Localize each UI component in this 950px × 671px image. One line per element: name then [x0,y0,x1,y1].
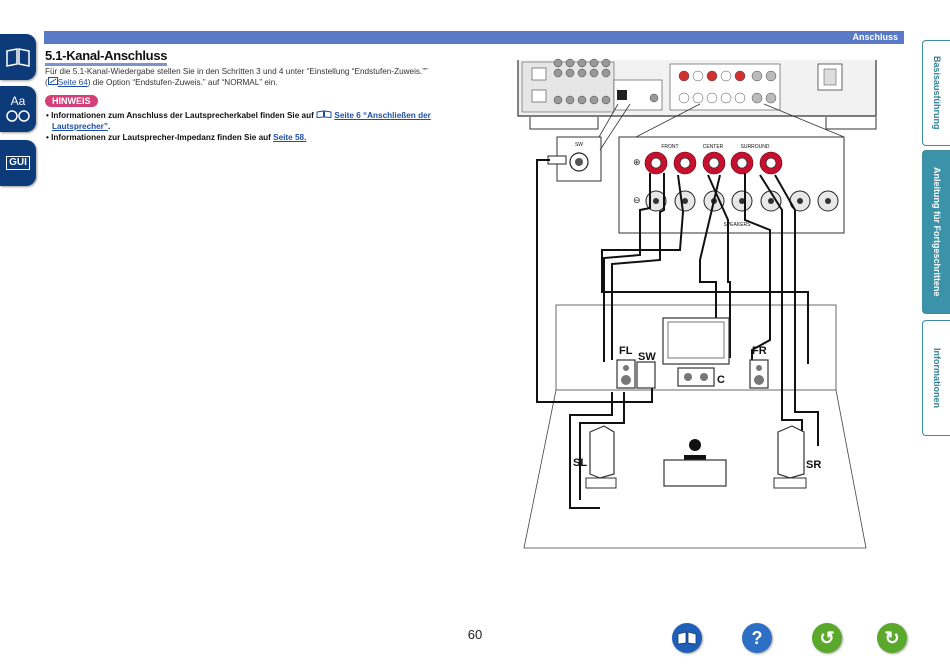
svg-text:Aa: Aa [11,94,26,108]
note-item: • Informationen zum Anschluss der Lautsp… [46,110,431,131]
link-seite-58[interactable]: Seite 58. [273,133,307,142]
gui-icon[interactable]: GUI [0,140,36,186]
speaker-sr-icon [773,425,807,489]
svg-text:SPEAKERS: SPEAKERS [724,222,752,228]
help-question-icon[interactable]: ? [742,623,772,653]
sw-jack-callout: SW [547,103,631,182]
listener-sofa-icon [663,439,727,487]
svg-text:SURROUND: SURROUND [741,144,770,150]
receiver-back-panel [517,58,877,130]
label-fr: FR [752,345,767,357]
section-label: Anschluss [852,32,898,42]
tv-icon [662,317,730,365]
tab-anleitung-fortgeschrittene[interactable]: Anleitung für Fortgeschrittene [922,150,950,314]
forward-arrow-icon[interactable]: ↻ [877,623,907,653]
speaker-fl-icon [616,359,636,389]
tab-basisausfuehrung[interactable]: Basisausführung [922,40,950,146]
intro-line-2: (Seite 64) die Option “Endstufen-Zuweis.… [45,77,278,87]
section-header-bar: Anschluss [44,31,904,44]
intro-paragraph: Für die 5.1-Kanal-Wiedergabe stellen Sie… [45,66,485,88]
book-glyph-icon [677,631,697,645]
page-ref-icon [47,77,58,85]
label-sl: SL [573,457,587,469]
speaker-fr-icon [749,359,769,389]
intro-line-1: Für die 5.1-Kanal-Wiedergabe stellen Sie… [45,67,428,76]
page-title: 5.1-Kanal-Anschluss [45,48,167,66]
gui-label: GUI [6,156,30,170]
label-fl: FL [619,345,633,357]
speaker-sw-icon [636,361,656,389]
manual-book-icon[interactable] [672,623,702,653]
speaker-terminal-callout: ⊕ ⊖ FRONT CENTER SURROUND SPEAKERS [618,103,845,234]
tab-informationen[interactable]: Informationen [922,320,950,436]
wiring-diagram: SW ⊕ ⊖ FRONT CENTER SURROUND SPEAKERS [517,58,877,549]
svg-text:CENTER: CENTER [703,144,724,150]
speaker-c-icon [677,367,715,387]
svg-text:FRONT: FRONT [661,144,678,150]
speaker-cables [536,159,819,509]
label-sr: SR [806,459,821,471]
font-aa-icon[interactable]: Aa [0,86,36,132]
speaker-sl-icon [585,425,617,489]
svg-text:⊕: ⊕ [633,157,641,167]
label-sw: SW [638,351,656,363]
link-seite-6[interactable]: Seite 6 “Anschließen der [334,111,431,120]
notes-list: • Informationen zum Anschluss der Lautsp… [45,110,485,143]
page-number: 60 [467,627,483,642]
manual-book-icon[interactable] [0,34,36,80]
book-ref-icon [316,110,332,119]
label-c: C [717,374,725,386]
link-seite-64[interactable]: Seite 64 [57,78,88,87]
hinweis-badge: HINWEIS [45,95,98,107]
note-item: • Informationen zur Lautsprecher-Impedan… [46,133,307,142]
svg-text:⊖: ⊖ [633,195,641,205]
book-icon [6,48,30,67]
back-arrow-icon[interactable]: ↺ [812,623,842,653]
svg-text:SW: SW [575,142,583,148]
aa-glyph-icon: Aa [6,94,30,122]
link-seite-6-cont[interactable]: Lautsprecher” [52,122,108,131]
